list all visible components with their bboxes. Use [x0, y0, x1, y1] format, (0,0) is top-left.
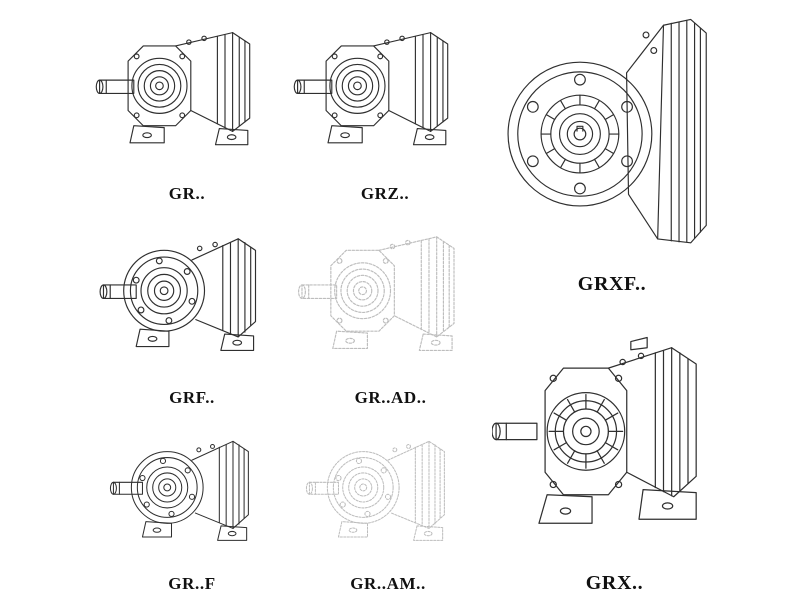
product-label-gr-ad: GR..AD..: [354, 388, 427, 407]
gearbox-drawing-gr-ad: [298, 236, 455, 351]
product-label-grxf: GRXF..: [577, 273, 647, 295]
product-cell-gr-ad: GR..AD..: [288, 208, 493, 412]
product-cell-grz: GRZ..: [290, 2, 480, 208]
product-cell-gr-f: GR..F: [92, 414, 292, 598]
product-cell-grx: GRX..: [492, 300, 737, 597]
gearbox-drawing-gr: [95, 32, 251, 146]
product-cell-grxf: GRXF..: [492, 0, 732, 298]
product-cell-gr-am: GR..AM..: [288, 414, 488, 598]
gearbox-drawing-gr-am: [305, 440, 445, 541]
gearbox-drawing-grf: [99, 238, 257, 351]
product-cell-grf: GRF..: [92, 208, 292, 412]
product-label-grf: GRF..: [169, 388, 215, 407]
product-cell-gr: GR..: [92, 2, 282, 208]
product-label-gr-am: GR..AM..: [350, 574, 426, 593]
product-label-gr-f: GR..F: [168, 574, 216, 593]
product-label-gr: GR..: [168, 184, 206, 203]
gearbox-drawing-grz: [293, 32, 449, 146]
gearbox-drawing-grxf: [507, 18, 707, 244]
product-label-grz: GRZ..: [360, 184, 410, 203]
product-label-grx: GRX..: [585, 572, 644, 594]
gearbox-drawing-gr-f: [109, 440, 249, 541]
gearbox-drawing-grx: [492, 336, 697, 524]
